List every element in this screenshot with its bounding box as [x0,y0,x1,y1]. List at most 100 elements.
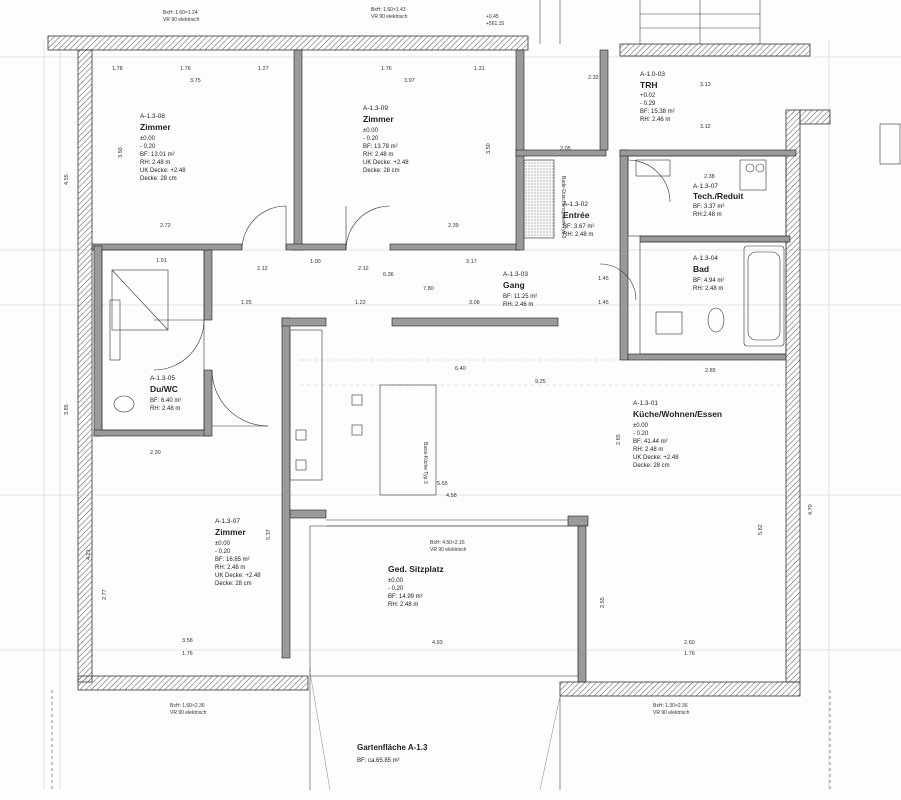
svg-text:RH: 2.46 m: RH: 2.46 m [503,302,533,308]
svg-text:BF: 4.94 m²: BF: 4.94 m² [693,278,724,284]
svg-text:RH:2.48 m: RH:2.48 m [693,212,722,218]
svg-text:- 0.20: - 0.20 [215,549,231,555]
svg-text:A-1.3-03: A-1.3-03 [503,271,528,278]
svg-text:1.76: 1.76 [684,651,695,657]
svg-text:+0.45: +0.45 [486,14,499,20]
svg-text:BxH: 1.30×2.36: BxH: 1.30×2.36 [653,703,688,709]
svg-text:Zimmer: Zimmer [363,114,394,124]
room-label-kueche: A-1.3-01 Küche/Wohnen/Essen ±0.00 - 0.20… [633,400,722,469]
svg-text:BxH: 1.60×2.36: BxH: 1.60×2.36 [170,703,205,709]
svg-text:VR 90 elektrisch: VR 90 elektrisch [653,710,690,716]
svg-text:Gang: Gang [503,280,525,290]
svg-text:1.31: 1.31 [474,66,485,72]
svg-text:1.27: 1.27 [258,66,269,72]
svg-text:4.58: 4.58 [446,493,457,499]
fixtures [109,123,901,496]
garden-label: Gartenfläche A-1.3 BF: ca.65.85 m² [357,743,428,764]
svg-text:RH: 2.48 m: RH: 2.48 m [693,286,723,292]
svg-text:Bade-Duschensystem Typ 3: Bade-Duschensystem Typ 3 [560,176,566,239]
svg-text:2.12: 2.12 [358,266,369,272]
svg-text:Du/WC: Du/WC [150,384,178,394]
svg-text:BF: 11.25 m²: BF: 11.25 m² [503,294,537,300]
svg-text:RH: 2.48 m: RH: 2.48 m [563,232,593,238]
svg-text:1.76: 1.76 [180,66,191,72]
svg-text:UK Decke: +2.48: UK Decke: +2.48 [633,455,679,461]
svg-text:±0.00: ±0.00 [633,423,649,429]
svg-text:2.39: 2.39 [448,223,459,229]
room-label-zimmer3: A-1.3-07 Zimmer ±0.00 - 0.20 BF: 16.85 m… [215,518,261,587]
svg-text:BF: 3.67 m²: BF: 3.67 m² [563,224,594,230]
svg-text:BF: 3.37 m²: BF: 3.37 m² [693,204,724,210]
room-label-gang: A-1.3-03 Gang BF: 11.25 m² RH: 2.46 m [503,271,537,308]
svg-text:- 0.20: - 0.20 [363,136,379,142]
svg-text:±0.00: ±0.00 [363,128,379,134]
svg-text:- 0.20: - 0.20 [140,144,156,150]
svg-text:2.85: 2.85 [705,368,716,374]
svg-text:Entrée: Entrée [563,210,590,220]
svg-text:VR 90 elektrisch: VR 90 elektrisch [163,17,200,23]
svg-text:BF: ca.65.85 m²: BF: ca.65.85 m² [357,758,400,764]
svg-text:BxH: 1.60×1.43: BxH: 1.60×1.43 [371,7,406,13]
svg-text:3.17: 3.17 [466,259,477,265]
svg-text:1.78: 1.78 [112,66,123,72]
svg-text:A-1.3-09: A-1.3-09 [363,105,388,112]
svg-text:Decke: 28 cm: Decke: 28 cm [140,176,177,182]
svg-text:±0.00: ±0.00 [215,541,231,547]
svg-text:Küche/Wohnen/Essen: Küche/Wohnen/Essen [633,409,722,419]
svg-text:3.50: 3.50 [118,147,124,158]
svg-text:RH: 2.48 m: RH: 2.48 m [633,447,663,453]
svg-text:1.76: 1.76 [381,66,392,72]
svg-text:2.05: 2.05 [560,146,571,152]
svg-text:3.50: 3.50 [486,143,492,154]
svg-text:2.30: 2.30 [150,450,161,456]
room-label-zimmer1: A-1.3-08 Zimmer ±0.00 - 0.20 BF: 13.01 m… [140,113,186,182]
svg-text:3.75: 3.75 [190,78,201,84]
svg-text:A-1.0-03: A-1.0-03 [640,71,665,78]
svg-text:1.25: 1.25 [241,300,252,306]
svg-text:2.12: 2.12 [257,266,268,272]
svg-text:Zimmer: Zimmer [140,122,171,132]
svg-text:BxH: 4.50×2.16: BxH: 4.50×2.16 [430,540,465,546]
svg-text:5.65: 5.65 [437,481,448,487]
svg-text:A-1.3-02: A-1.3-02 [563,201,588,208]
svg-text:±0.00: ±0.00 [140,136,156,142]
svg-text:Bad: Bad [693,264,709,274]
room-label-bad: A-1.3-04 Bad BF: 4.94 m² RH: 2.48 m [693,255,724,292]
stair-lines [539,0,761,44]
room-outlines [101,155,787,527]
room-label-duwc: A-1.3-05 Du/WC BF: 6.40 m² RH: 2.48 m [150,375,181,412]
svg-text:2.60: 2.60 [684,640,695,646]
svg-text:UK Decke: +2.48: UK Decke: +2.48 [363,160,409,166]
svg-text:1.45: 1.45 [598,300,609,306]
svg-text:7.80: 7.80 [423,286,434,292]
svg-text:RH: 2.46 m: RH: 2.46 m [640,117,670,123]
svg-text:1.91: 1.91 [156,258,167,264]
svg-text:BF: 14.99 m²: BF: 14.99 m² [388,594,423,600]
svg-text:4.70: 4.70 [808,504,814,515]
svg-text:2.38: 2.38 [704,174,715,180]
svg-text:1.76: 1.76 [182,651,193,657]
svg-text:3.12: 3.12 [700,124,711,130]
svg-text:2.72: 2.72 [160,223,171,229]
svg-text:BF: 15.38 m²: BF: 15.38 m² [640,109,675,115]
svg-text:VR 90 elektrisch: VR 90 elektrisch [430,547,467,553]
svg-text:1.45: 1.45 [598,276,609,282]
svg-text:UK Decke: +2.48: UK Decke: +2.48 [140,168,186,174]
svg-text:4.93: 4.93 [432,640,443,646]
svg-text:5.82: 5.82 [758,524,764,535]
room-label-trh: A-1.0-03 TRH +0.02 - 0.29 BF: 15.38 m² R… [640,71,675,123]
svg-text:2.55: 2.55 [600,597,606,608]
svg-text:BxH: 1.60×1.24: BxH: 1.60×1.24 [163,10,198,16]
svg-text:RH: 2.48 m: RH: 2.48 m [363,152,393,158]
svg-text:A-1.3-08: A-1.3-08 [140,113,165,120]
svg-text:VR 90 elektrisch: VR 90 elektrisch [371,14,408,20]
room-label-entree: A-1.3-02 Entrée BF: 3.67 m² RH: 2.48 m [563,201,594,238]
svg-text:2.77: 2.77 [102,589,108,600]
svg-text:+561.15: +561.15 [486,21,504,27]
svg-text:RH: 2.48 m: RH: 2.48 m [215,565,245,571]
svg-text:RH: 2.48 m: RH: 2.48 m [150,406,180,412]
room-label-sitzplatz: Ged. Sitzplatz ±0.00 - 0.20 BF: 14.99 m²… [388,564,444,608]
dimension-labels: 3.75 3.97 3.13 3.12 2.72 2.39 6.36 7.80 … [64,66,814,657]
svg-text:BF: 13.01 m²: BF: 13.01 m² [140,152,175,158]
svg-text:- 0.29: - 0.29 [640,101,656,107]
